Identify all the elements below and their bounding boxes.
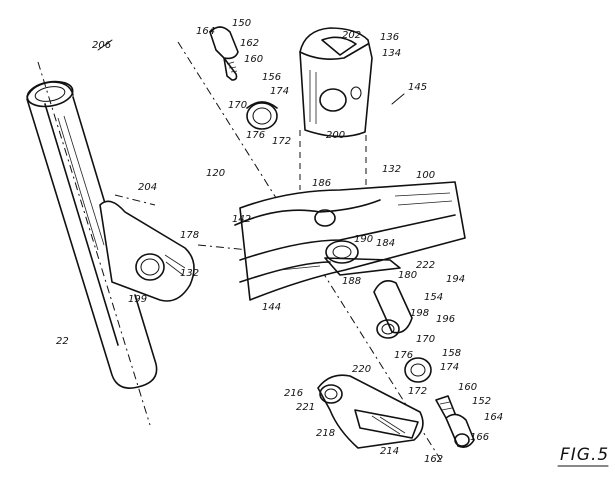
ref-158: 158 [442,348,461,359]
ref-222: 222 [416,260,435,271]
ref-184: 184 [376,238,395,249]
ref-154: 154 [424,292,443,303]
ref-202: 202 [342,30,361,41]
ref-218: 218 [316,428,335,439]
ref-132-left: 132 [180,268,199,279]
ref-174-top: 174 [270,86,289,97]
ref-152: 152 [472,396,491,407]
ref-170-bottom: 170 [416,334,435,345]
ref-164-top: 164 [196,26,215,37]
tube-bracket [99,194,195,302]
leader [391,93,405,105]
lower-clamp [317,374,424,449]
ref-216: 216 [284,388,303,399]
washer-top [246,101,278,130]
ref-172-bottom: 172 [408,386,427,397]
ref-160-bottom: 160 [458,382,477,393]
ref-221: 221 [296,402,315,413]
ref-200: 200 [326,130,345,141]
leader [97,39,113,51]
ref-178: 178 [180,230,199,241]
ref-180: 180 [398,270,417,281]
ref-144: 144 [262,302,281,313]
ref-204: 204 [138,182,157,193]
bolt-top [209,26,239,81]
ref-162-top: 162 [240,38,259,49]
ref-188: 188 [342,276,361,287]
ref-142: 142 [232,214,251,225]
ref-136: 136 [380,32,399,43]
ref-166: 166 [470,432,489,443]
ref-100: 100 [416,170,435,181]
ref-194: 194 [446,274,465,285]
washer-bottom [404,357,432,383]
frame-tube [234,181,466,301]
ref-186: 186 [312,178,331,189]
ref-198: 198 [410,308,429,319]
ref-22: 22 [56,336,69,347]
ref-190: 190 [354,234,373,245]
bolt-bottom [435,395,475,448]
ref-120: 120 [206,168,225,179]
ref-220: 220 [352,364,371,375]
ref-170-top: 170 [228,100,247,111]
ref-196: 196 [436,314,455,325]
ref-176-top: 176 [246,130,265,141]
vertical-tube [26,61,158,426]
ref-156: 156 [262,72,281,83]
ref-206: 206 [92,40,111,51]
ref-176-bottom: 176 [394,350,413,361]
ref-199: 199 [128,294,147,305]
ref-214: 214 [380,446,399,457]
ref-172-top: 172 [272,136,291,147]
figure-label: FIG.5 [560,445,609,465]
ref-134: 134 [382,48,401,59]
upper-clamp [299,27,373,195]
ref-174-bottom: 174 [440,362,459,373]
ref-145: 145 [408,82,427,93]
ref-164-bottom: 164 [484,412,503,423]
ref-160-top: 160 [244,54,263,65]
ref-162-bottom: 162 [424,454,443,465]
ref-150: 150 [232,18,251,29]
sleeve [373,280,413,339]
ref-132-right: 132 [382,164,401,175]
